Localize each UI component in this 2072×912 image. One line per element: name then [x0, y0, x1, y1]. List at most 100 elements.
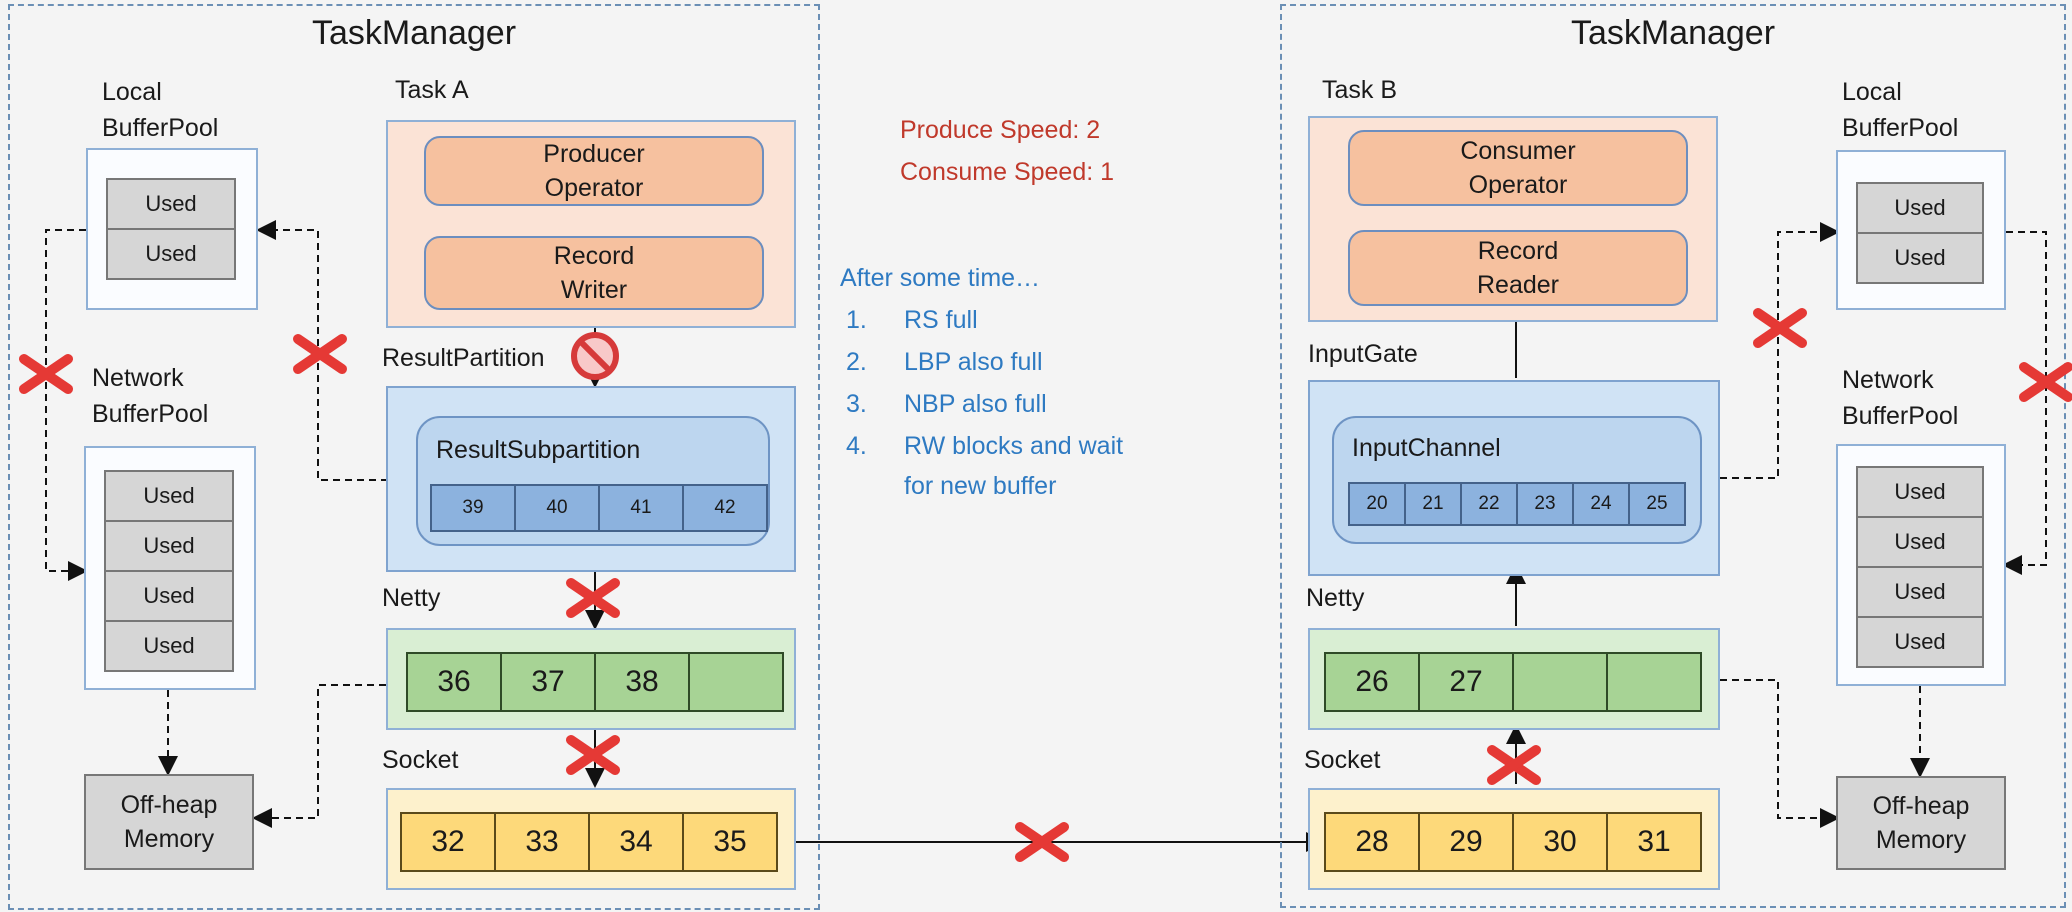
right-netty-label: Netty — [1306, 584, 1365, 612]
offheap-line-2: Memory — [1875, 826, 1967, 854]
socket-buffer-cell: 34 — [588, 812, 684, 872]
note-number: 1. — [846, 306, 867, 334]
blocked-x-icon — [298, 339, 342, 369]
result-partition-box: ResultSubpartition 39 40 41 42 — [386, 386, 796, 572]
left-netty-label: Netty — [382, 584, 441, 612]
notes-heading: After some time… — [840, 264, 1041, 292]
note-text: RS full — [904, 306, 978, 334]
right-localpool-label-2: BufferPool — [1842, 114, 1959, 142]
note-number: 3. — [846, 390, 867, 418]
left-networkpool-label-2: BufferPool — [92, 400, 209, 428]
blocked-x-icon — [571, 740, 615, 770]
right-networkpool-label-1: Network — [1842, 366, 1934, 394]
note-number: 2. — [846, 348, 867, 376]
producer-line-1: Producer — [543, 140, 645, 168]
left-taskmanager: TaskManager — [8, 4, 820, 910]
task-a-label: Task A — [395, 76, 469, 104]
right-localpool-label-1: Local — [1842, 78, 1902, 106]
note-number: 4. — [846, 432, 867, 460]
blocked-x-icon — [2024, 367, 2068, 397]
subpartition-buffer-cell: 41 — [598, 484, 684, 532]
writer-line-2: Writer — [560, 276, 628, 304]
blocked-x-icon — [571, 583, 615, 613]
blocked-x-icon — [1020, 827, 1064, 857]
right-socket-label: Socket — [1304, 746, 1381, 774]
right-taskmanager: TaskManager — [1280, 4, 2066, 908]
consumer-line-1: Consumer — [1460, 137, 1576, 165]
offheap-line-1: Off-heap — [120, 791, 218, 819]
left-networkpool-label-1: Network — [92, 364, 184, 392]
produce-speed: Produce Speed: 2 — [900, 116, 1101, 144]
left-localpool-label-2: BufferPool — [102, 114, 219, 142]
socket-buffer-cell: 31 — [1606, 812, 1702, 872]
input-channel-label: InputChannel — [1352, 434, 1501, 462]
netty-buffer-cell: 38 — [594, 652, 690, 712]
buffer-cell: Used — [106, 228, 236, 280]
socket-buffer-cell: 32 — [400, 812, 496, 872]
reader-line-2: Reader — [1477, 271, 1559, 299]
netty-buffer-cell — [1606, 652, 1702, 712]
buffer-cell: Used — [106, 178, 236, 230]
netty-to-offheap-dashed — [252, 684, 386, 828]
result-partition-label: ResultPartition — [382, 344, 545, 372]
left-netty-box: 36 37 38 — [386, 628, 796, 730]
task-a-box: Producer Operator Record Writer — [386, 120, 796, 328]
left-taskmanager-title: TaskManager — [311, 14, 517, 52]
buffer-cell: Used — [1856, 182, 1984, 234]
left-local-bufferpool: Used Used — [86, 148, 258, 310]
localpool-to-networkpool-dashed-right — [2002, 231, 2047, 575]
blocked-x-icon — [24, 359, 68, 389]
left-network-bufferpool: Used Used Used Used — [84, 446, 256, 690]
consumer-line-2: Operator — [1468, 171, 1568, 199]
channel-buffer-cell: 23 — [1516, 482, 1574, 526]
right-netty-box: 26 27 — [1308, 628, 1720, 730]
consume-speed: Consume Speed: 1 — [900, 158, 1115, 186]
reader-line-1: Record — [1477, 237, 1559, 265]
netty-to-offheap-dashed-right — [1720, 679, 1840, 828]
buffer-cell: Used — [104, 620, 234, 672]
input-gate-label: InputGate — [1308, 340, 1418, 368]
no-entry-icon — [571, 332, 619, 380]
channel-buffer-cell: 21 — [1404, 482, 1462, 526]
localpool-to-networkpool-dashed — [45, 229, 88, 581]
record-writer: Record Writer — [424, 236, 764, 310]
netty-buffer-cell — [688, 652, 784, 712]
blocked-x-icon — [1492, 750, 1536, 780]
netty-buffer-cell: 37 — [500, 652, 596, 712]
buffer-cell: Used — [1856, 616, 1984, 668]
subpartition-buffer-cell: 42 — [682, 484, 768, 532]
gate-to-localpool-dashed — [1720, 222, 1840, 479]
socket-buffer-cell: 33 — [494, 812, 590, 872]
right-network-bufferpool: Used Used Used Used — [1836, 444, 2006, 686]
consumer-operator: Consumer Operator — [1348, 130, 1688, 206]
note-continuation: for new buffer — [904, 472, 1057, 500]
producer-operator: Producer Operator — [424, 136, 764, 206]
note-text: RW blocks and wait — [904, 432, 1124, 460]
buffer-cell: Used — [1856, 232, 1984, 284]
left-localpool-label-1: Local — [102, 78, 162, 106]
record-reader: Record Reader — [1348, 230, 1688, 306]
socket-buffer-cell: 28 — [1324, 812, 1420, 872]
right-offheap-memory: Off-heap Memory — [1836, 776, 2006, 870]
buffer-cell: Used — [1856, 466, 1984, 518]
channel-buffer-cell: 25 — [1628, 482, 1686, 526]
writer-line-1: Record — [553, 242, 635, 270]
right-networkpool-label-2: BufferPool — [1842, 402, 1959, 430]
note-text: NBP also full — [904, 390, 1047, 418]
input-channel: InputChannel 20 21 22 23 24 25 — [1332, 416, 1702, 544]
right-socket-box: 28 29 30 31 — [1308, 788, 1720, 890]
left-socket-label: Socket — [382, 746, 459, 774]
left-socket-box: 32 33 34 35 — [386, 788, 796, 890]
blocked-x-icon — [1758, 313, 1802, 343]
offheap-line-1: Off-heap — [1872, 792, 1970, 820]
netty-buffer-cell: 26 — [1324, 652, 1420, 712]
note-text: LBP also full — [904, 348, 1043, 376]
result-subpartition-label: ResultSubpartition — [436, 436, 641, 464]
result-subpartition: ResultSubpartition 39 40 41 42 — [416, 416, 770, 546]
task-b-label: Task B — [1322, 76, 1398, 104]
subpartition-buffer-cell: 40 — [514, 484, 600, 532]
producer-line-2: Operator — [544, 174, 644, 202]
buffer-cell: Used — [1856, 516, 1984, 568]
left-offheap-memory: Off-heap Memory — [84, 774, 254, 870]
